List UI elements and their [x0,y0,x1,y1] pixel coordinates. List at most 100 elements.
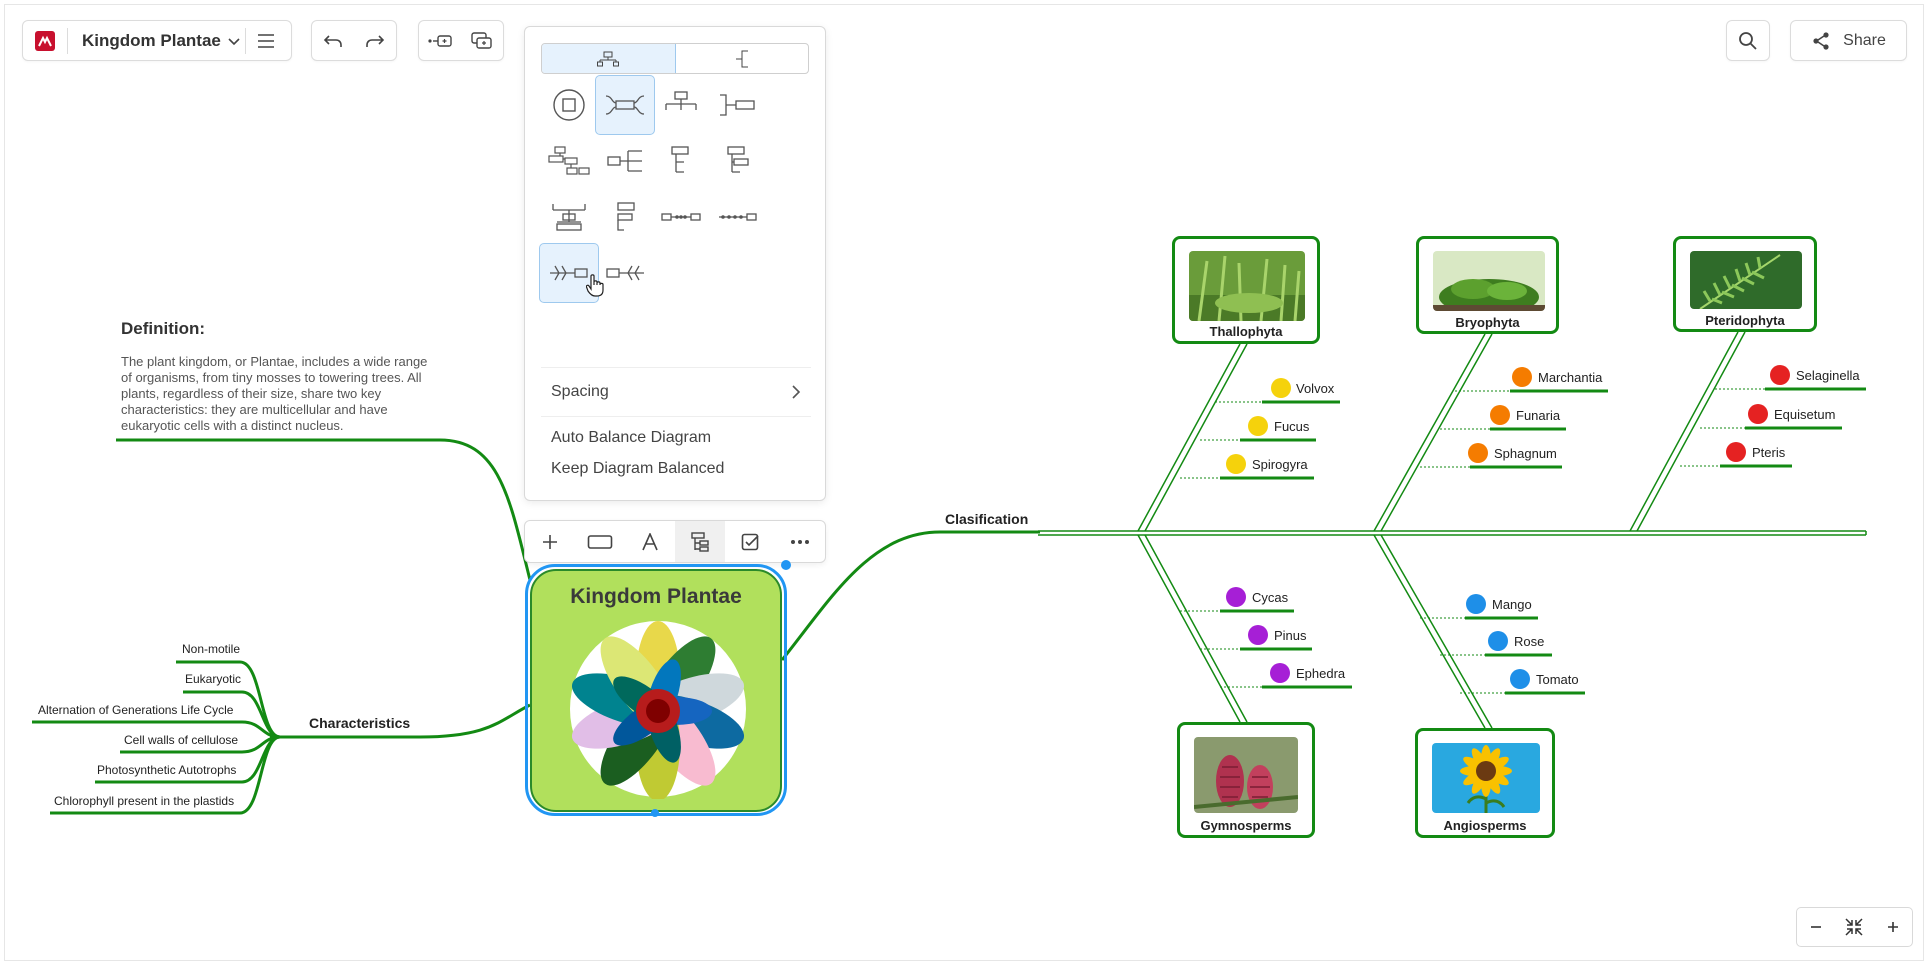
leaf-item[interactable]: Funaria [1516,408,1561,423]
balanced-layout-icon [605,95,645,115]
add-topic-icon [428,34,452,47]
topic-gymnosperms[interactable]: Gymnosperms [1177,722,1315,838]
selection-handle[interactable] [781,560,791,570]
doc-title-dropdown[interactable]: Kingdom Plantae [68,31,245,51]
leaf-item[interactable]: Pteris [1752,445,1786,460]
pointer-hand-icon [586,274,604,297]
leaf-item[interactable]: Rose [1514,634,1545,649]
more-button[interactable] [775,521,825,562]
plus-icon [543,534,557,549]
selection-outline [525,564,787,816]
bracket-icon [735,50,748,67]
leaf-item[interactable]: Volvox [1296,381,1335,396]
app-logo[interactable] [23,21,67,60]
central-topic[interactable]: Kingdom Plantae [530,569,782,812]
layout-option-timeline[interactable] [651,187,711,247]
leaf-item[interactable]: Spirogyra [1252,457,1308,472]
layout-option-indented[interactable] [595,187,655,247]
layout-option-fishbone-left[interactable] [595,243,655,303]
panel-divider [541,367,811,368]
characteristic-item[interactable]: Alternation of Generations Life Cycle [38,703,234,717]
topic-context-toolbar [524,520,826,563]
keep-balanced-menu-item[interactable]: Keep Diagram Balanced [551,460,725,477]
layout-option-tree-right[interactable] [651,131,711,191]
auto-balance-menu-item[interactable]: Auto Balance Diagram [551,429,712,446]
layout-option-balanced[interactable] [595,75,655,135]
tree-layout-icon [548,146,590,175]
characteristic-item[interactable]: Non-motile [182,642,241,656]
shape-button[interactable] [575,521,625,562]
leaf-item[interactable]: Mango [1492,597,1532,612]
layout-option-logic-right[interactable] [707,75,767,135]
add-button[interactable] [525,521,575,562]
layout-option-tree-right-2[interactable] [707,131,767,191]
spacing-label: Spacing [551,383,609,400]
characteristics-topic[interactable]: Characteristics [309,715,411,731]
topic-bryophyta[interactable]: Bryophyta [1416,236,1559,334]
leaf-item[interactable]: Pinus [1274,628,1307,643]
bullet-dot [1270,663,1290,683]
leaf-item[interactable]: Selaginella [1796,368,1860,383]
bullet-dot [1510,669,1530,689]
redo-button[interactable] [354,21,396,60]
sunflower-image [1432,743,1540,813]
leaf-item[interactable]: Equisetum [1774,407,1836,422]
leaf-item[interactable]: Cycas [1252,590,1289,605]
layout-panel: Spacing Auto Balance Diagram Keep Diagra… [524,26,826,501]
characteristic-item[interactable]: Photosynthetic Autotrophs [97,763,237,777]
fit-to-screen-button[interactable] [1835,908,1873,946]
central-topic-title: Kingdom Plantae [570,585,742,608]
doc-title: Kingdom Plantae [82,30,221,50]
layout-option-fishbone-right[interactable] [539,243,604,303]
bullet-dot [1271,378,1291,398]
leaf-item[interactable]: Tomato [1536,672,1579,687]
layout-button[interactable] [675,521,725,562]
layout-option-map[interactable] [539,75,599,135]
classification-topic[interactable]: Clasification [945,511,1029,527]
definition-text[interactable]: The plant kingdom, or Plantae, includes … [121,354,428,433]
undo-icon [323,34,342,47]
spacing-menu-item[interactable]: Spacing [551,383,801,401]
share-button[interactable]: Share [1790,20,1907,61]
layout-option-org-chart[interactable] [651,75,711,135]
leaf-item[interactable]: Sphagnum [1494,446,1557,461]
fishbone-left-layout-icon [606,265,644,281]
topic-angiosperms[interactable]: Angiosperms [1415,728,1555,838]
separator [67,27,68,54]
layout-option-timeline-tree[interactable] [539,187,599,247]
characteristic-item[interactable]: Eukaryotic [185,672,242,686]
insert-topic-button[interactable] [419,21,461,60]
search-icon [1739,31,1757,50]
zoom-in-button[interactable] [1874,908,1912,946]
characteristic-item[interactable]: Cell walls of cellulose [124,733,239,747]
undo-button[interactable] [312,21,354,60]
checkbox-icon [741,533,759,550]
task-button[interactable] [725,521,775,562]
rectangle-shape-icon [587,534,613,549]
conifer-cone-image [1194,737,1298,813]
minus-icon [1811,926,1822,928]
topic-pteridophyta[interactable]: Pteridophyta [1673,236,1817,332]
search-button[interactable] [1727,21,1769,60]
zoom-out-button[interactable] [1797,908,1835,946]
map-layout-icon [553,89,585,121]
definition-title[interactable]: Definition: [121,319,206,338]
layout-option-timeline-alt[interactable] [707,187,767,247]
leaf-item[interactable]: Ephedra [1296,666,1346,681]
tab-mindmap-layouts[interactable] [542,44,676,73]
chevron-down-icon [228,37,240,45]
tab-fishbone-layouts[interactable] [676,44,809,73]
leaf-item[interactable]: Marchantia [1538,370,1603,385]
layout-option-bracket[interactable] [595,131,655,191]
insert-subtopic-button[interactable] [461,21,503,60]
main-menu-button[interactable] [246,21,286,60]
canvas-frame [4,4,1924,961]
leaf-item[interactable]: Fucus [1274,419,1310,434]
characteristic-item[interactable]: Chlorophyll present in the plastids [54,794,235,808]
topic-thallophyta[interactable]: Thallophyta [1172,236,1320,344]
layout-option-tree[interactable] [539,131,599,191]
bullet-dot [1488,631,1508,651]
text-format-button[interactable] [625,521,675,562]
panel-divider [541,416,811,417]
selection-handle[interactable] [651,809,659,817]
